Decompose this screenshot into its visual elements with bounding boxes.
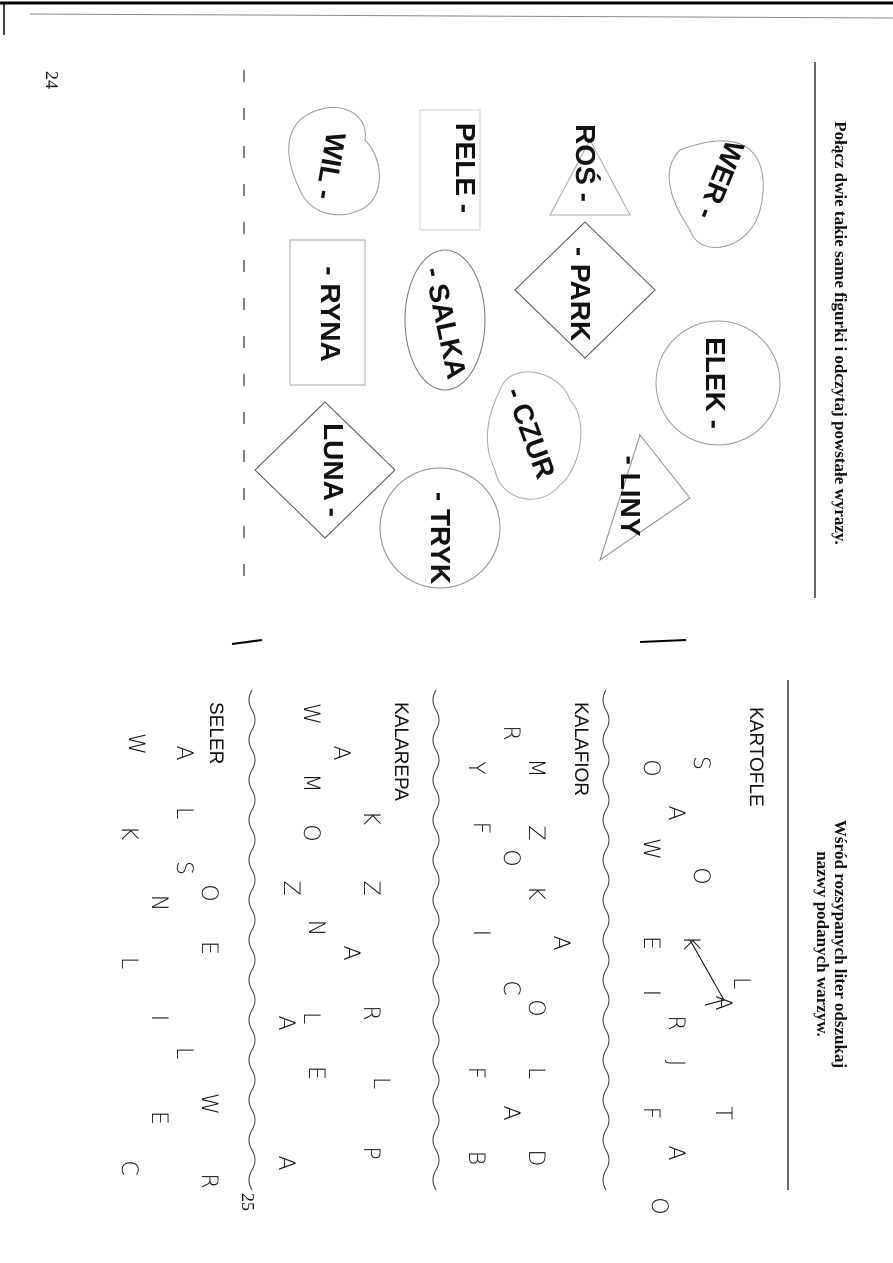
letter[interactable]: A: [498, 1105, 523, 1121]
letter[interactable]: A: [548, 935, 573, 951]
letter[interactable]: L: [116, 956, 141, 970]
letter[interactable]: I: [638, 989, 663, 997]
letter[interactable]: O: [196, 884, 221, 902]
piece-ryna[interactable]: - RYNA: [315, 266, 346, 362]
section-heading-kalafior: KALAFIOR: [570, 702, 591, 796]
letter[interactable]: C: [498, 980, 523, 996]
letter[interactable]: W: [298, 703, 323, 725]
letter[interactable]: R: [196, 1173, 221, 1189]
letter[interactable]: A: [273, 1155, 298, 1171]
letter[interactable]: T: [710, 1106, 735, 1120]
letter[interactable]: E: [303, 1066, 328, 1080]
letter[interactable]: M: [298, 773, 323, 793]
letter[interactable]: B: [463, 1150, 488, 1166]
letter[interactable]: M: [523, 758, 548, 778]
letter[interactable]: A: [663, 1145, 688, 1161]
letter[interactable]: L: [728, 976, 753, 990]
section-heading-kalarepa: KALAREPA: [390, 702, 411, 801]
instruction-right-line2: nazwy podanych warzyw.: [813, 851, 832, 1037]
page-number-right: 25: [238, 1193, 258, 1211]
letter[interactable]: A: [338, 945, 363, 961]
page-number-left: 24: [42, 71, 62, 89]
letter[interactable]: O: [523, 999, 548, 1017]
letter[interactable]: Z: [523, 825, 548, 841]
letter[interactable]: K: [523, 885, 548, 901]
letter[interactable]: D: [523, 1149, 548, 1167]
letter[interactable]: N: [146, 894, 171, 912]
letter[interactable]: Y: [463, 761, 488, 775]
piece-liny[interactable]: - LINY: [615, 455, 646, 537]
section-heading-kartofle: KARTOFLE: [745, 707, 766, 807]
letter[interactable]: W: [123, 733, 148, 755]
letter[interactable]: F: [468, 821, 493, 835]
letter[interactable]: W: [196, 1093, 221, 1115]
letter[interactable]: P: [358, 1146, 383, 1160]
letter[interactable]: K: [116, 825, 141, 841]
letter[interactable]: I: [468, 929, 493, 937]
letter[interactable]: L: [523, 1066, 548, 1080]
letter[interactable]: R: [498, 725, 523, 741]
letter[interactable]: Z: [358, 880, 383, 896]
letter[interactable]: O: [298, 824, 323, 842]
letter[interactable]: K: [678, 935, 703, 951]
letter[interactable]: S: [688, 756, 713, 770]
instruction-left: Połącz dwie takie same figurki i odczyta…: [831, 121, 850, 545]
letter[interactable]: L: [298, 1011, 323, 1025]
letter[interactable]: R: [358, 1005, 383, 1021]
letter[interactable]: A: [273, 1015, 298, 1031]
piece-luna[interactable]: LUNA -: [318, 423, 349, 517]
letter[interactable]: Z: [278, 880, 303, 896]
piece-tryk[interactable]: - TRYK: [425, 491, 456, 585]
letter[interactable]: N: [303, 919, 328, 937]
piece-pele[interactable]: PELE -: [450, 122, 481, 214]
letter[interactable]: L: [368, 1076, 393, 1090]
letter[interactable]: A: [663, 805, 688, 821]
piece-ros[interactable]: ROŚ -: [570, 124, 601, 202]
letter[interactable]: R: [663, 1015, 688, 1031]
letter[interactable]: F: [638, 1106, 663, 1120]
letter[interactable]: L: [171, 1046, 196, 1060]
letter[interactable]: E: [638, 936, 663, 950]
letter[interactable]: O: [688, 867, 713, 885]
piece-elek[interactable]: ELEK -: [700, 337, 731, 429]
letter[interactable]: A: [328, 745, 353, 761]
letter[interactable]: O: [638, 759, 663, 777]
letter[interactable]: E: [196, 941, 221, 955]
letter[interactable]: O: [646, 1197, 671, 1215]
letter[interactable]: A: [171, 745, 196, 761]
letter[interactable]: E: [146, 1111, 171, 1125]
letter[interactable]: K: [358, 810, 383, 826]
letter[interactable]: J: [663, 1059, 688, 1067]
letter[interactable]: I: [146, 1014, 171, 1022]
letter[interactable]: C: [116, 1160, 141, 1176]
piece-park[interactable]: - PARK: [565, 246, 596, 342]
letter[interactable]: A: [710, 995, 735, 1011]
letter[interactable]: S: [171, 861, 196, 875]
letter[interactable]: O: [498, 849, 523, 867]
letter[interactable]: L: [171, 806, 196, 820]
section-heading-seler: SELER: [205, 702, 226, 765]
letter[interactable]: F: [463, 1066, 488, 1080]
letter[interactable]: W: [638, 838, 663, 860]
